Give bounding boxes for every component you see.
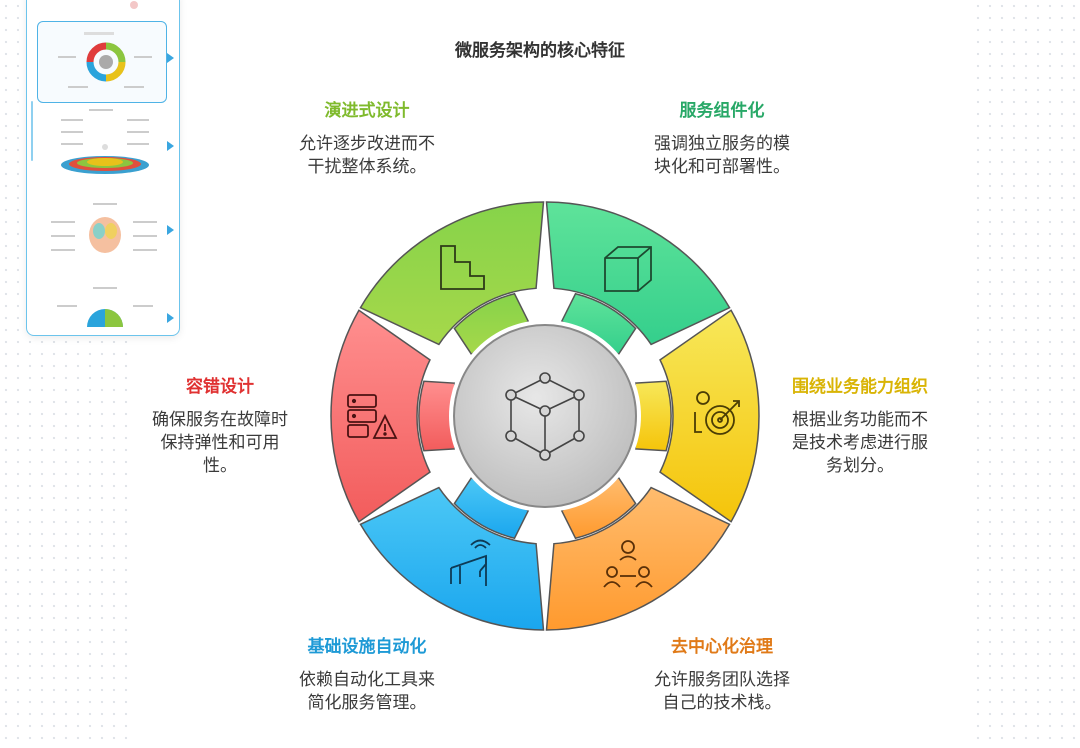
segment-heading: 演进式设计 (324, 101, 410, 121)
thumbnail-pointer-icon (167, 313, 174, 323)
thumbnail-slide-4[interactable] (37, 199, 165, 279)
segment-description-line: 允许服务团队选择 (654, 670, 790, 690)
segment-evolutionary-design-connector (453, 292, 530, 356)
segment-description-line: 允许逐步改进而不 (299, 134, 435, 154)
segment-description-line: 干扰整体系统。 (307, 157, 427, 177)
segment-infrastructure-automation-arc (359, 486, 545, 631)
segment-heading: 服务组件化 (679, 101, 765, 121)
segment-description-line: 自己的技术栈。 (662, 693, 782, 713)
segment-business-capability-connector (634, 380, 672, 452)
segment-description-line: 确保服务在故障时 (152, 410, 288, 430)
thumbnail-slide-1[interactable] (37, 0, 165, 23)
segment-service-componentization: 服务组件化 强调独立服务的模 块化和可部署性。 (617, 96, 827, 179)
segment-description-line: 是技术考虑进行服 (792, 433, 928, 453)
cube-icon (604, 246, 652, 292)
thumbnail-slide-3[interactable] (37, 109, 165, 189)
target-person-icon (694, 391, 740, 435)
segment-infrastructure-automation: 基础设施自动化 依赖自动化工具来 简化服务管理。 (262, 632, 472, 715)
stairs-icon (440, 245, 485, 290)
thumbnail-slide-5[interactable] (37, 287, 165, 335)
segment-description-line: 简化服务管理。 (307, 693, 427, 713)
segment-decentralized-governance-connector (560, 476, 637, 540)
segment-evolutionary-design-arc (359, 201, 545, 346)
segment-fault-tolerance-connector (418, 380, 456, 452)
segment-decentralized-governance-arc (545, 486, 731, 631)
segment-business-capability-arc (659, 309, 760, 523)
segment-fault-tolerance-arc (330, 309, 431, 523)
thumbnail-pointer-icon (167, 225, 174, 235)
thumbnail-scrollbar[interactable] (31, 101, 33, 161)
segment-description-line: 根据业务功能而不 (792, 410, 928, 430)
segment-business-capability: 围绕业务能力组织 根据业务功能而不 是技术考虑进行服 务划分。 (760, 372, 960, 478)
segment-description-line: 务划分。 (826, 456, 894, 476)
crane-icon (450, 539, 491, 586)
segment-description-line: 性。 (203, 456, 237, 476)
segment-decentralized-governance: 去中心化治理 允许服务团队选择 自己的技术栈。 (617, 632, 827, 715)
thumbnail-pointer-icon (167, 141, 174, 151)
segment-heading: 容错设计 (186, 377, 254, 397)
segment-service-componentization-connector (560, 292, 637, 356)
segment-description-line: 保持弹性和可用 (160, 433, 280, 453)
segment-description-line: 强调独立服务的模 (654, 134, 790, 154)
slide-thumbnail-panel[interactable] (26, 0, 180, 336)
network-nodes-icon (505, 372, 585, 461)
segment-fault-tolerance: 容错设计 确保服务在故障时 保持弹性和可用 性。 (120, 372, 320, 478)
segment-infrastructure-automation-connector (453, 476, 530, 540)
segment-description-line: 依赖自动化工具来 (299, 670, 435, 690)
segment-description-line: 块化和可部署性。 (654, 157, 790, 177)
segment-heading: 基础设施自动化 (307, 637, 427, 657)
thumbnail-slide-2[interactable] (37, 21, 167, 103)
segment-heading: 围绕业务能力组织 (792, 377, 928, 397)
thumbnail-pointer-icon (167, 53, 174, 63)
segment-heading: 去中心化治理 (671, 637, 773, 657)
server-warning-icon (347, 394, 398, 439)
segment-evolutionary-design: 演进式设计 允许逐步改进而不 干扰整体系统。 (262, 96, 472, 179)
team-icon (603, 540, 653, 588)
diagram-title: 微服务架构的核心特征 (455, 41, 625, 61)
